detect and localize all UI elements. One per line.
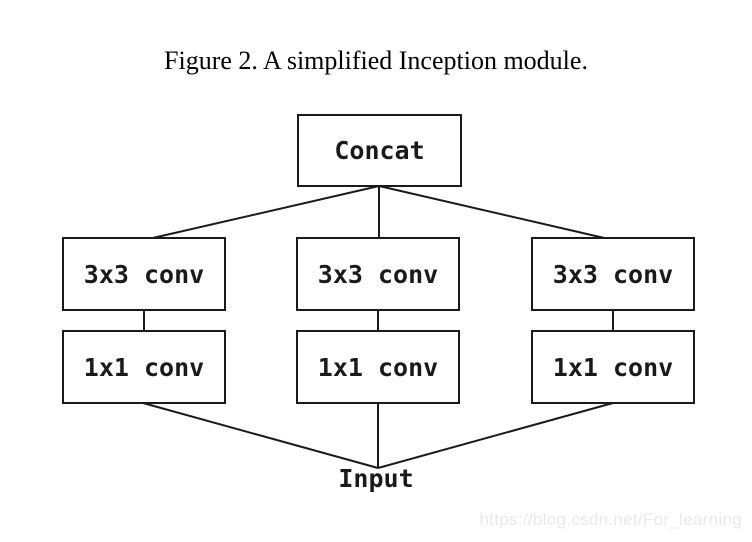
branch2-1x1-conv-node: 1x1 conv xyxy=(531,330,695,404)
branch1-3x3-conv-label: 3x3 conv xyxy=(317,259,439,289)
connector-concat-to-branch0 xyxy=(143,185,380,241)
branch1-3x3-conv-node: 3x3 conv xyxy=(296,237,460,311)
branch0-1x1-conv-node: 1x1 conv xyxy=(62,330,226,404)
branch0-1x1-conv-label: 1x1 conv xyxy=(83,352,205,382)
branch1-1x1-conv-node: 1x1 conv xyxy=(296,330,460,404)
connector-branch0-to-input xyxy=(142,402,379,469)
branch0-3x3-conv-node: 3x3 conv xyxy=(62,237,226,311)
branch2-3x3-conv-label: 3x3 conv xyxy=(552,259,674,289)
branch2-1x1-conv-label: 1x1 conv xyxy=(552,352,674,382)
branch0-3x3-conv-label: 3x3 conv xyxy=(83,259,205,289)
figure-caption: Figure 2. A simplified Inception module. xyxy=(164,46,588,75)
branch2-3x3-conv-node: 3x3 conv xyxy=(531,237,695,311)
concat-node: Concat xyxy=(297,114,462,187)
watermark-text: https://blog.csdn.net/For_learning xyxy=(479,510,742,529)
connector-branch2-to-input xyxy=(377,402,614,469)
concat-node-label: Concat xyxy=(334,136,425,165)
input-node-label: Input xyxy=(338,464,414,493)
connector-concat-to-branch2 xyxy=(378,185,614,241)
branch1-1x1-conv-label: 1x1 conv xyxy=(317,352,439,382)
